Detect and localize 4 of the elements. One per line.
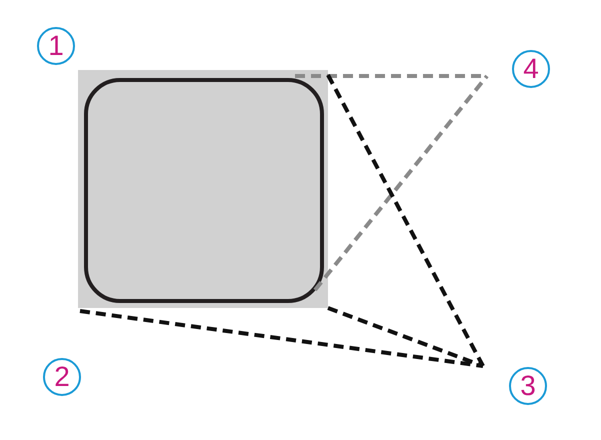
callout-number: 1 — [37, 27, 75, 65]
callout-number: 2 — [43, 358, 81, 396]
callout-number: 4 — [512, 50, 550, 88]
callout-number: 3 — [509, 367, 547, 405]
